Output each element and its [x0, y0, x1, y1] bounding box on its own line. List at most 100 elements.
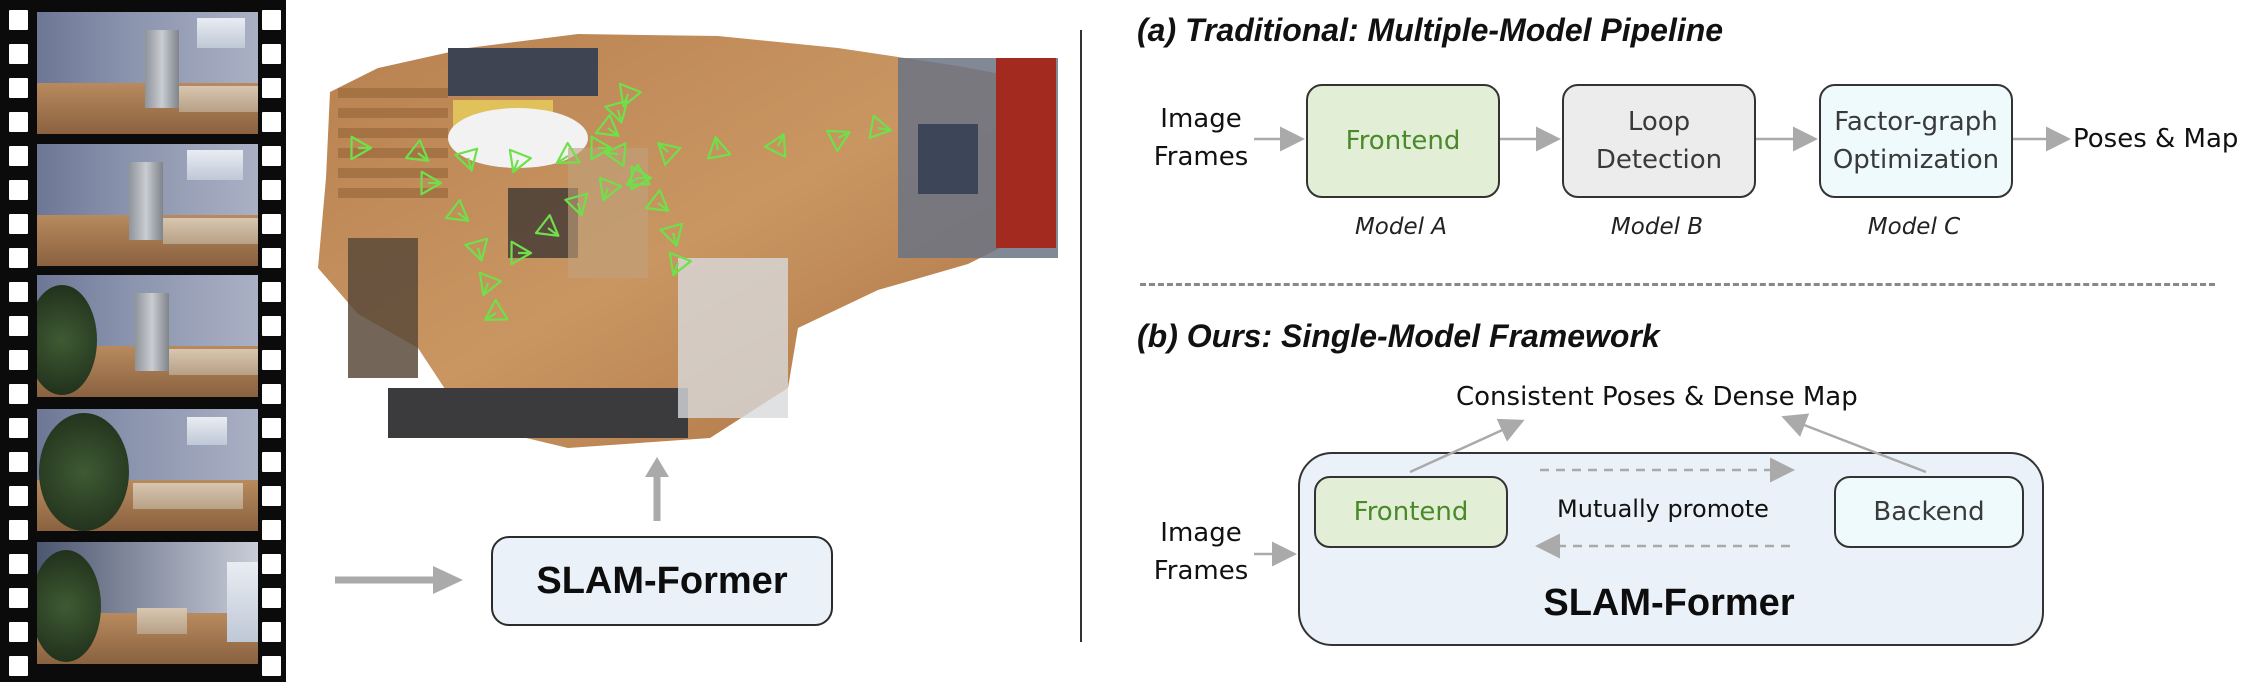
- kitchen-counter: [388, 388, 688, 438]
- video-frame: [37, 542, 258, 664]
- camera-frustum: [668, 251, 692, 277]
- sprocket-hole: [262, 622, 281, 642]
- sprocket-hole: [262, 486, 281, 506]
- sprocket-hole: [262, 214, 281, 234]
- panel-b-output-label: Consistent Poses & Dense Map: [1456, 382, 1858, 412]
- model-a-label: Model A: [1354, 214, 1448, 240]
- sprocket-hole: [9, 622, 28, 642]
- slam-former-framework-title: SLAM-Former: [1543, 582, 1795, 624]
- sprocket-hole: [262, 282, 281, 302]
- camera-frustum: [706, 136, 732, 160]
- sprocket-hole: [262, 656, 281, 676]
- sprocket-hole: [262, 588, 281, 608]
- video-frame: [37, 12, 258, 134]
- sprocket-hole: [262, 316, 281, 336]
- camera-frustum: [454, 147, 479, 172]
- camera-frustum: [594, 114, 620, 137]
- camera-frustum: [464, 237, 489, 262]
- sprocket-hole: [9, 656, 28, 676]
- sprocket-hole: [262, 384, 281, 404]
- sprocket-hole: [262, 112, 281, 132]
- camera-frustum: [603, 142, 627, 167]
- point-cloud-reconstruction: [318, 34, 1058, 448]
- sprocket-hole: [9, 146, 28, 166]
- dashed-separator: [1140, 283, 2215, 286]
- panel-b-input-label: Image Frames: [1153, 518, 1249, 586]
- camera-frustum: [659, 222, 684, 247]
- sprocket-hole: [262, 418, 281, 438]
- sprocket-hole: [9, 316, 28, 336]
- arrow-backend-to-output: [1781, 413, 1927, 474]
- sprocket-hole: [9, 384, 28, 404]
- sprocket-hole: [262, 78, 281, 98]
- camera-frustum: [644, 189, 670, 212]
- sprocket-hole: [9, 486, 28, 506]
- sprocket-hole: [9, 554, 28, 574]
- stairs-region: [338, 88, 448, 198]
- vertical-divider: [1080, 30, 1082, 642]
- backend-node-b: Backend: [1834, 476, 2024, 548]
- camera-frustum: [420, 170, 443, 196]
- video-frame: [37, 144, 258, 266]
- sprocket-hole: [262, 350, 281, 370]
- camera-frustum: [826, 129, 851, 153]
- cabinet: [348, 238, 418, 378]
- camera-frustum: [564, 192, 589, 217]
- right-arrow: [335, 566, 463, 594]
- camera-frustum: [555, 141, 581, 164]
- video-frame: [37, 409, 258, 531]
- sprocket-hole: [262, 44, 281, 64]
- sprocket-hole: [9, 418, 28, 438]
- mutually-promote-label: Mutually promote: [1557, 495, 1769, 523]
- slam-former-model-box: SLAM-Former: [491, 536, 833, 626]
- sprocket-hole: [9, 44, 28, 64]
- sprocket-hole: [9, 452, 28, 472]
- sprocket-hole: [9, 248, 28, 268]
- panel-b-title: (b) Ours: Single-Model Framework: [1137, 318, 1660, 354]
- sprocket-hole: [262, 180, 281, 200]
- camera-frustum: [350, 135, 373, 161]
- panel-a-output-label: Poses & Map: [2073, 124, 2239, 154]
- camera-frustum: [590, 135, 613, 161]
- model-c-label: Model C: [1867, 214, 1961, 240]
- camera-frustum: [657, 142, 682, 166]
- model-b-label: Model B: [1610, 214, 1704, 240]
- table: [448, 108, 588, 168]
- sprocket-hole: [9, 350, 28, 370]
- video-frame: [37, 275, 258, 397]
- sofa: [448, 48, 598, 96]
- sprocket-hole: [262, 248, 281, 268]
- camera-frustum: [510, 240, 533, 266]
- sprocket-hole: [9, 112, 28, 132]
- sprocket-hole: [262, 10, 281, 30]
- camera-frustum: [404, 139, 430, 162]
- frontend-node: Frontend: [1306, 84, 1500, 198]
- arrow-frontend-to-output: [1409, 418, 1525, 474]
- camera-frustum: [763, 133, 787, 158]
- sprocket-hole: [262, 554, 281, 574]
- kitchen-island: [678, 258, 788, 418]
- sprocket-hole: [9, 10, 28, 30]
- sprocket-hole: [262, 452, 281, 472]
- camera-frustum: [444, 199, 470, 222]
- panel-a-title: (a) Traditional: Multiple-Model Pipeline: [1137, 12, 1724, 48]
- camera-trajectory: [350, 82, 892, 321]
- sprocket-hole: [262, 146, 281, 166]
- sprocket-hole: [9, 214, 28, 234]
- camera-frustum: [508, 148, 532, 174]
- camera-frustum: [604, 99, 629, 124]
- camera-frustum: [534, 214, 560, 237]
- sprocket-hole: [9, 588, 28, 608]
- camera-frustum: [868, 114, 892, 140]
- panel-a-input-label: Image Frames: [1153, 104, 1249, 172]
- sprocket-hole: [262, 520, 281, 540]
- sprocket-hole: [9, 520, 28, 540]
- camera-frustum: [598, 176, 622, 202]
- input-video-filmstrip: [0, 0, 286, 682]
- red-wall: [996, 58, 1056, 248]
- sprocket-hole: [9, 180, 28, 200]
- camera-frustum: [483, 298, 509, 321]
